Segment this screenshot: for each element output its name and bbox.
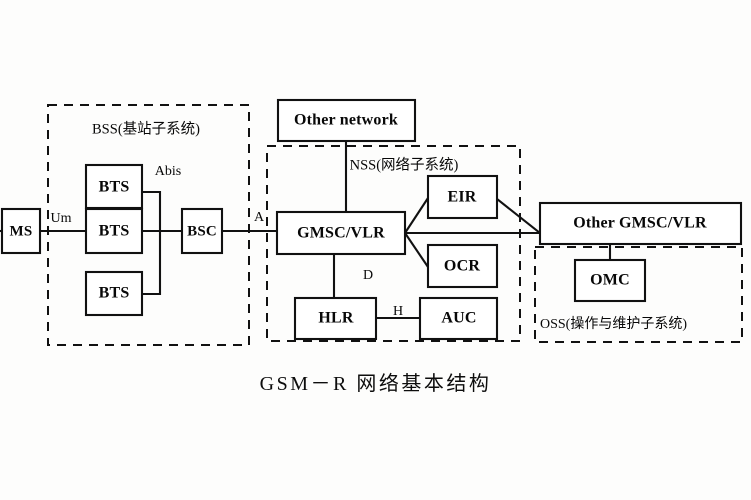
group-nss: NSS(网络子系统) — [266, 145, 521, 342]
auc-label: AUC — [441, 310, 476, 327]
link-gmsc-to-ocr — [403, 231, 430, 269]
omc-box[interactable] — [573, 258, 647, 303]
link-gmsc-to-eir — [403, 196, 430, 235]
node-bts-mid[interactable]: BTS — [84, 207, 144, 255]
bts-mid-box[interactable] — [84, 207, 144, 255]
group-bss: BSS(基站子系统) — [47, 104, 250, 346]
interface-label-abis: Abis — [155, 164, 181, 179]
node-omc[interactable]: OMC — [573, 258, 647, 303]
ms-label: MS — [10, 223, 33, 239]
interface-label-d: D — [363, 268, 373, 283]
bsc-box[interactable] — [180, 207, 224, 255]
bts-bottom-box[interactable] — [84, 270, 144, 317]
node-gmsc-vlr[interactable]: GMSC/VLR — [275, 210, 407, 256]
interface-labels: Um Abis A D H — [51, 164, 404, 319]
node-bsc[interactable]: BSC — [180, 207, 224, 255]
bss-dashed-border — [47, 104, 250, 346]
connection-lines — [0, 139, 612, 320]
bss-group-label: BSS(基站子系统) — [92, 120, 200, 137]
node-other-gmsc-vlr[interactable]: Other GMSC/VLR — [538, 201, 743, 246]
other-gmsc-vlr-box[interactable] — [538, 201, 743, 246]
eir-label: EIR — [447, 189, 476, 206]
node-ms[interactable]: MS — [0, 207, 42, 255]
bts-bottom-label: BTS — [99, 285, 130, 302]
bsc-label: BSC — [187, 223, 217, 239]
other-gmsc-vlr-label: Other GMSC/VLR — [573, 215, 707, 232]
hlr-box[interactable] — [293, 296, 378, 341]
node-hlr[interactable]: HLR — [293, 296, 378, 341]
ocr-label: OCR — [444, 258, 480, 275]
other-network-label: Other network — [294, 112, 398, 129]
bts-top-label: BTS — [99, 179, 130, 196]
node-bts-bottom[interactable]: BTS — [84, 270, 144, 317]
oss-group-label: OSS(操作与维护子系统) — [540, 316, 687, 332]
ms-box[interactable] — [0, 207, 42, 255]
hlr-label: HLR — [318, 310, 354, 327]
ocr-box[interactable] — [426, 243, 499, 289]
nss-group-label: NSS(网络子系统) — [350, 156, 459, 173]
oss-dashed-border — [534, 246, 743, 343]
node-other-network[interactable]: Other network — [276, 98, 417, 143]
figure-caption: GSM－R 网络基本结构 — [259, 373, 492, 395]
interface-label-um: Um — [51, 211, 72, 226]
eir-box[interactable] — [426, 174, 499, 220]
interface-label-a: A — [254, 210, 265, 225]
group-oss: OSS(操作与维护子系统) — [534, 246, 743, 343]
gmsc-vlr-box[interactable] — [275, 210, 407, 256]
interface-label-h: H — [393, 304, 403, 319]
node-auc[interactable]: AUC — [418, 296, 499, 341]
node-bts-top[interactable]: BTS — [84, 163, 144, 210]
link-bts-top-abis — [140, 190, 162, 233]
node-ocr[interactable]: OCR — [426, 243, 499, 289]
link-bts-bottom-abis — [140, 229, 162, 296]
other-network-box[interactable] — [276, 98, 417, 143]
link-eir-to-other-gmsc — [495, 197, 542, 235]
node-eir[interactable]: EIR — [426, 174, 499, 220]
gmsc-vlr-label: GMSC/VLR — [297, 225, 385, 242]
auc-box[interactable] — [418, 296, 499, 341]
omc-label: OMC — [590, 272, 630, 289]
bts-mid-label: BTS — [99, 223, 130, 240]
